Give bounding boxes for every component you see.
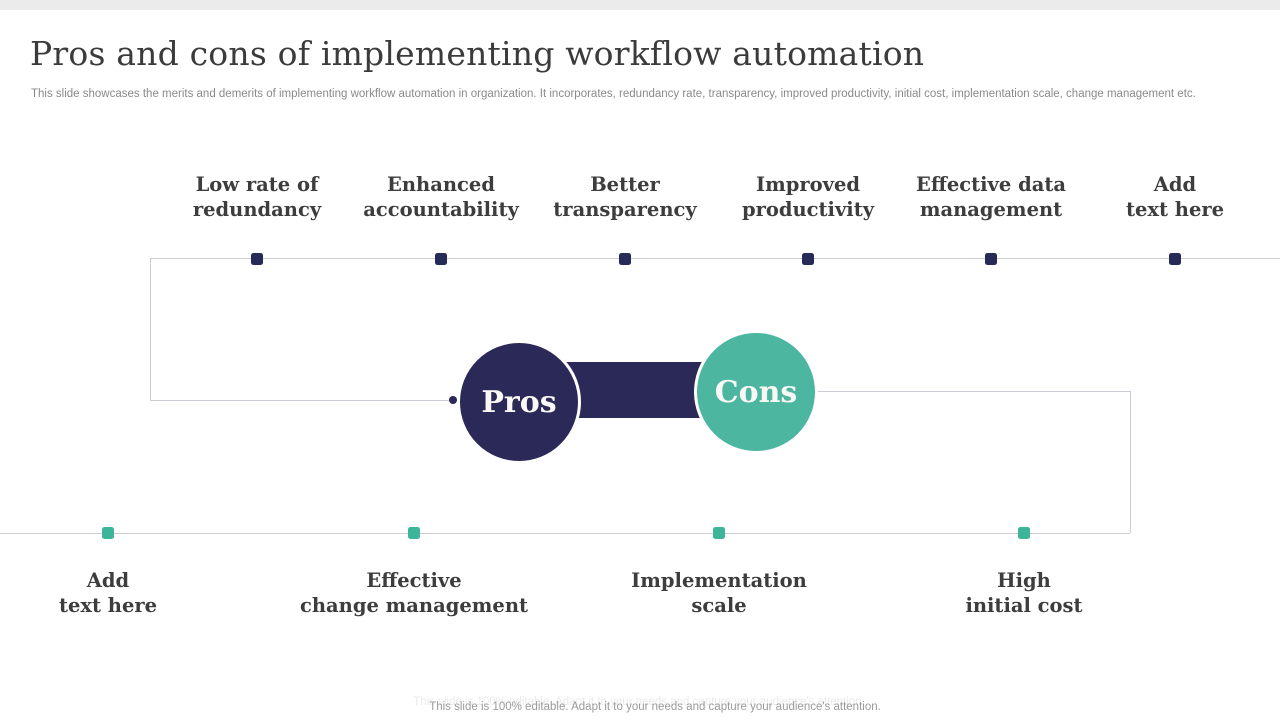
cons-item-line2: change management (299, 594, 529, 617)
pros-item-line2: management (919, 198, 1063, 221)
pros-item-label: Low rate of redundancy (137, 172, 377, 222)
cons-rail-line (0, 533, 1130, 534)
cons-node: Cons (694, 330, 818, 454)
pros-item-line1: Add (1153, 173, 1197, 196)
cons-connector-line (818, 391, 1130, 392)
right-connector-line (1130, 391, 1131, 533)
pros-item-line1: Improved (755, 173, 861, 196)
pros-marker-icon (985, 253, 997, 265)
footer-note: This slide is 100% editable. Adapt it to… (429, 701, 881, 713)
pros-item-line2: accountability (363, 198, 519, 221)
cons-item-label: Effective change management (284, 568, 544, 618)
cons-item-label: Implementation scale (589, 568, 849, 618)
cons-marker-icon (713, 527, 725, 539)
cons-item-line1: Effective (366, 569, 462, 592)
pros-node-label: Pros (481, 384, 557, 420)
pros-item-line1: Better (590, 173, 660, 196)
cons-item-line1: Add (86, 569, 130, 592)
pros-marker-icon (619, 253, 631, 265)
slide-top-edge (0, 0, 1280, 10)
left-connector-line (150, 258, 151, 400)
footer-note-ghost: This slide is 100% editable. Adapt it to… (413, 696, 865, 708)
cons-item-line2: text here (58, 594, 158, 617)
pros-node: Pros (457, 340, 581, 464)
pros-item-line1: Enhanced (387, 173, 495, 196)
slide-subtitle: This slide showcases the merits and deme… (31, 88, 1196, 100)
pros-marker-icon (435, 253, 447, 265)
cons-item-line1: High (997, 569, 1051, 592)
cons-item-line2: scale (691, 594, 747, 617)
pros-item-label: Effective data management (871, 172, 1111, 222)
cons-marker-icon (1018, 527, 1030, 539)
pros-item-line2: productivity (741, 198, 875, 221)
pros-item-line1: Low rate of (195, 173, 319, 196)
pros-marker-icon (1169, 253, 1181, 265)
pros-item-label: Improved productivity (688, 172, 928, 222)
pros-item-line1: Effective data (915, 173, 1066, 196)
pros-marker-icon (802, 253, 814, 265)
cons-node-label: Cons (714, 374, 798, 410)
pros-marker-icon (251, 253, 263, 265)
cons-item-label: Add text here (0, 568, 238, 618)
pros-item-label: Enhanced accountability (321, 172, 561, 222)
cons-marker-icon (102, 527, 114, 539)
pros-item-line2: transparency (553, 198, 697, 221)
pros-item-line2: redundancy (192, 198, 322, 221)
pros-connector-dot-icon (449, 396, 457, 404)
pros-item-line2: text here (1125, 198, 1225, 221)
cons-marker-icon (408, 527, 420, 539)
cons-item-label: High initial cost (894, 568, 1154, 618)
cons-item-line2: initial cost (965, 594, 1083, 617)
pros-item-label: Add text here (1055, 172, 1280, 222)
slide-title: Pros and cons of implementing workflow a… (30, 34, 925, 73)
pros-connector-line (150, 400, 453, 401)
pros-item-label: Better transparency (505, 172, 745, 222)
pros-rail-line (150, 258, 1280, 259)
cons-item-line1: Implementation (631, 569, 807, 592)
